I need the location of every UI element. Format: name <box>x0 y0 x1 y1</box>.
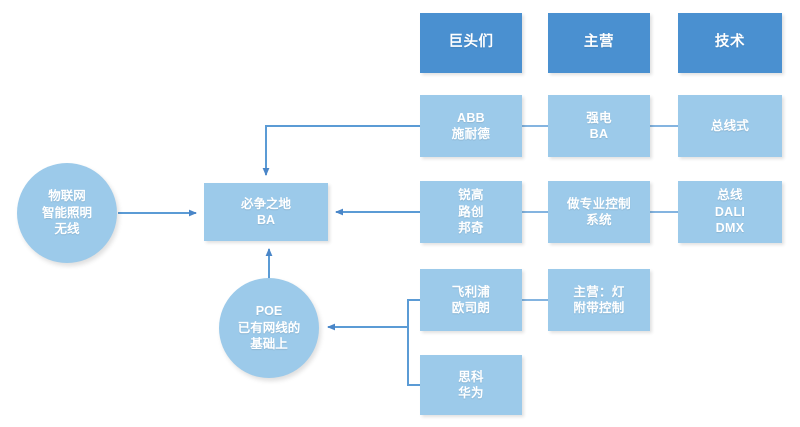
header-col-technology-label: 技术 <box>714 34 746 51</box>
cell-giants-philips-label: 飞利浦 欧司朗 <box>451 284 491 316</box>
cell-giants-cisco-label: 思科 华为 <box>458 369 484 401</box>
header-col-technology[interactable]: 技术 <box>678 13 782 73</box>
header-col-main-business-label: 主营 <box>583 34 615 51</box>
header-col-giants[interactable]: 巨头们 <box>420 13 522 73</box>
poe-circle-label: POE 已有网线的 基础上 <box>237 304 301 352</box>
cell-giants-abb[interactable]: ABB 施耐德 <box>420 95 522 157</box>
cell-technology-ruigao-label: 总线 DALI DMX <box>714 188 746 236</box>
ba-hub-node[interactable]: 必争之地 BA <box>204 183 328 241</box>
cell-main-business-philips[interactable]: 主营：灯 附带控制 <box>548 269 650 331</box>
iot-circle[interactable]: 物联网 智能照明 无线 <box>17 163 117 263</box>
cell-giants-philips[interactable]: 飞利浦 欧司朗 <box>420 269 522 331</box>
cell-main-business-philips-label: 主营：灯 附带控制 <box>573 284 625 316</box>
cell-main-business-ruigao-label: 做专业控制 系统 <box>566 196 631 228</box>
cell-technology-abb[interactable]: 总线式 <box>678 95 782 157</box>
cell-giants-cisco[interactable]: 思科 华为 <box>420 355 522 415</box>
cell-giants-ruigao-label: 锐高 路创 邦奇 <box>458 188 484 236</box>
edge-philips-cisco-to-poe <box>327 299 420 386</box>
cell-main-business-abb[interactable]: 强电 BA <box>548 95 650 157</box>
edge-abb-to-ba <box>262 125 420 176</box>
cell-giants-abb-label: ABB 施耐德 <box>451 110 491 142</box>
cell-main-business-abb-label: 强电 BA <box>586 110 612 142</box>
ba-hub-label: 必争之地 BA <box>240 196 291 228</box>
cell-giants-ruigao[interactable]: 锐高 路创 邦奇 <box>420 181 522 243</box>
cell-technology-abb-label: 总线式 <box>710 118 750 133</box>
cell-technology-ruigao[interactable]: 总线 DALI DMX <box>678 181 782 243</box>
iot-circle-label: 物联网 智能照明 无线 <box>41 189 92 237</box>
header-col-giants-label: 巨头们 <box>448 34 494 51</box>
poe-circle[interactable]: POE 已有网线的 基础上 <box>219 278 319 378</box>
cell-main-business-ruigao[interactable]: 做专业控制 系统 <box>548 181 650 243</box>
header-col-main-business[interactable]: 主营 <box>548 13 650 73</box>
